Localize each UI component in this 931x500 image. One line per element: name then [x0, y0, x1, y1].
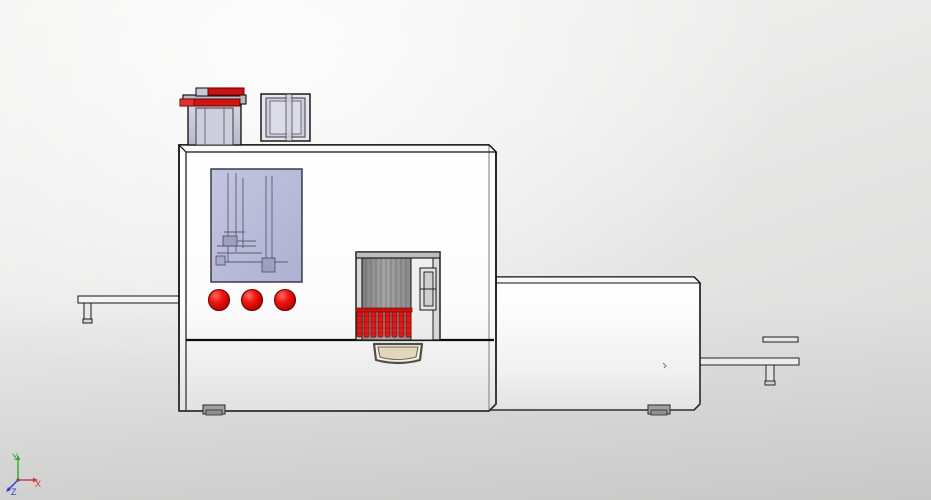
- red-spring-array: [355, 307, 413, 338]
- axis-y-label: Y: [12, 452, 18, 462]
- indicator-button-2: [240, 288, 264, 312]
- indicator-button-1: [207, 288, 231, 312]
- axis-z-arrow: [6, 487, 11, 492]
- axis-z-label: Z: [11, 487, 17, 496]
- base-feet: [202, 404, 671, 416]
- axis-origin-point: [16, 478, 20, 482]
- control-panel-display: [210, 168, 303, 283]
- indicator-button-3: [273, 288, 297, 312]
- red-indicator-buttons[interactable]: [207, 288, 297, 312]
- axis-x-arrow: [33, 477, 38, 483]
- axis-y-arrow: [15, 455, 21, 460]
- top-right-enclosure: [260, 93, 311, 142]
- front-handle: [372, 342, 424, 365]
- axis-x-label: X: [35, 479, 41, 489]
- origin-axis-triad: Y X Z: [4, 450, 64, 496]
- left-support-arm: [77, 295, 184, 324]
- top-left-enclosure: [182, 87, 247, 146]
- top-red-clamp-bar: [179, 87, 245, 107]
- panel-detail-mark: [662, 362, 667, 369]
- right-support-arm: [698, 336, 800, 386]
- axis-z-line: [8, 479, 19, 490]
